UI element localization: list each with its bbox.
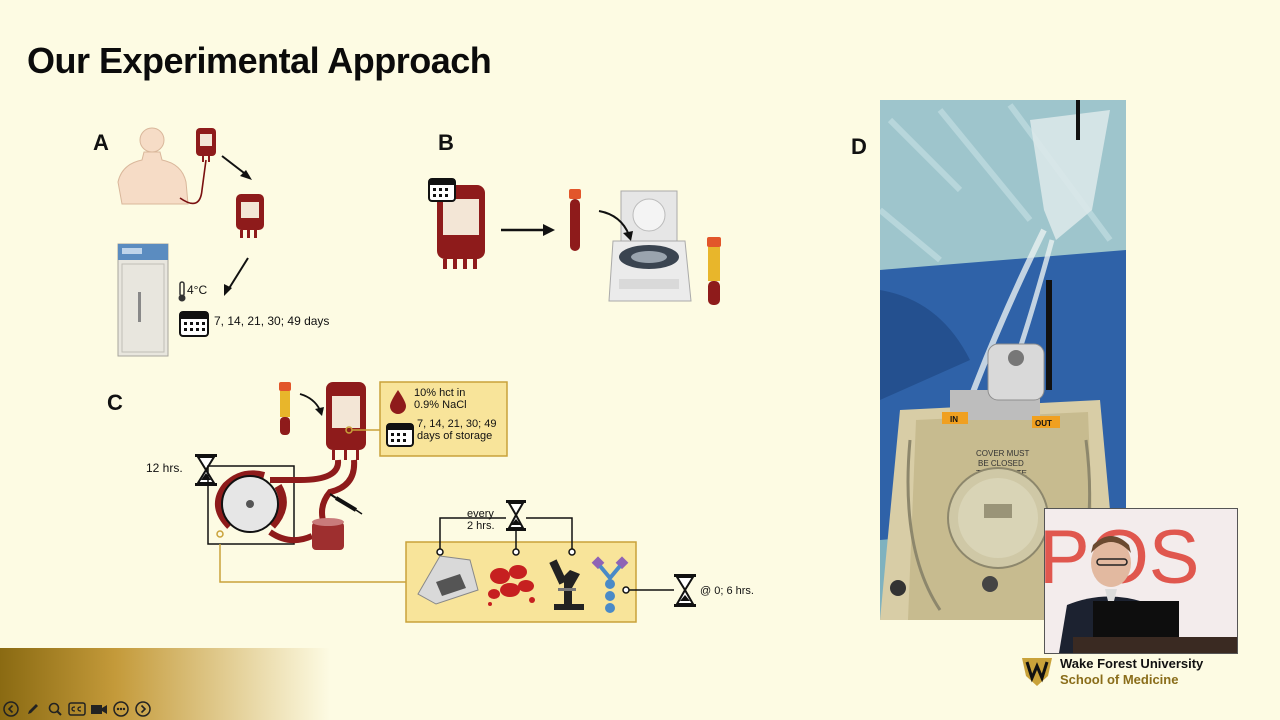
out-tag: OUT — [1035, 419, 1052, 428]
more-icon — [113, 701, 129, 717]
calendar-icon-a — [179, 311, 209, 337]
calendar-icon-b — [428, 178, 456, 202]
plasma-tube-icon — [279, 382, 291, 435]
logo-school-name: School of Medicine — [1060, 672, 1179, 687]
panel-a-illustration: 4°C 7, 14, 21, 30; 49 days — [117, 127, 329, 357]
captions-icon — [68, 702, 86, 716]
panel-a-label: A — [93, 130, 109, 155]
stored-blood-bag-icon — [236, 194, 264, 238]
next-slide-button[interactable] — [134, 700, 152, 718]
thermometer-icon — [178, 281, 186, 302]
logo-university-name: Wake Forest University — [1060, 656, 1204, 671]
info-line-3: 7, 14, 21, 30; 49 — [417, 418, 497, 430]
refrigerator-icon — [117, 243, 169, 357]
reservoir-icon — [312, 518, 344, 550]
aged-blood-bag-icon — [437, 185, 485, 269]
zoom-button[interactable] — [46, 700, 64, 718]
arrow-2 — [227, 257, 249, 291]
device-text-1: COVER MUST — [976, 449, 1029, 458]
separated-tube-icon — [707, 237, 721, 305]
microscope-icon — [549, 559, 584, 610]
donor-person-icon — [117, 127, 189, 205]
presentation-toolbar — [0, 698, 152, 720]
university-logo: Wake Forest University School of Medicin… — [1020, 654, 1210, 690]
hourglass-icon-sampling — [506, 500, 526, 531]
info-line-4: days of storage — [417, 430, 492, 442]
device-photo: IN OUT COVER MUST BE CLOSED TO OPERATE — [880, 100, 1126, 620]
roller-pump-icon — [207, 465, 295, 545]
panel-b-label: B — [438, 130, 454, 155]
blood-drop-icon — [390, 390, 406, 414]
temperature-label: 4°C — [187, 283, 207, 297]
hourglass-icon-duration — [195, 454, 217, 486]
storage-days-label: 7, 14, 21, 30; 49 days — [214, 314, 329, 328]
suspension-bag-icon — [326, 382, 366, 460]
red-blood-cells-icon — [488, 565, 535, 606]
info-line-1: 10% hct in — [414, 387, 465, 399]
shield-logo-icon — [1022, 658, 1052, 686]
presenter-webcam: POS — [1044, 508, 1238, 654]
timepoints-label: @ 0; 6 hrs. — [700, 585, 754, 597]
slide-title: Our Experimental Approach — [27, 40, 492, 81]
bottom-gradient — [0, 648, 330, 720]
more-button[interactable] — [112, 700, 130, 718]
panel-d-label: D — [851, 134, 867, 159]
info-line-2: 0.9% NaCl — [414, 399, 467, 411]
donor-blood-bag-icon — [196, 128, 216, 162]
syringe-icon — [329, 493, 363, 515]
prev-slide-icon — [3, 701, 19, 717]
captions-button[interactable] — [68, 700, 86, 718]
zoom-icon — [48, 702, 62, 716]
every-label-1: every — [467, 508, 494, 520]
donor-line — [179, 159, 207, 205]
panel-c-illustration: 10% hct in 0.9% NaCl 7, 14, 21, 30; 49 d… — [146, 381, 754, 623]
pen-icon — [28, 704, 38, 714]
prev-slide-button[interactable] — [2, 700, 20, 718]
analyzer-instrument-icon — [417, 555, 479, 605]
blood-tube-icon — [569, 189, 581, 251]
duration-label: 12 hrs. — [146, 461, 183, 475]
camera-button[interactable] — [90, 700, 108, 718]
next-slide-icon — [135, 701, 151, 717]
camera-icon — [91, 705, 107, 714]
calendar-icon-c — [386, 423, 414, 447]
hourglass-icon-timepoints — [674, 574, 696, 607]
panel-c-label: C — [107, 390, 123, 415]
pen-button[interactable] — [24, 700, 42, 718]
panel-b-illustration — [428, 178, 721, 305]
in-tag: IN — [950, 415, 958, 424]
centrifuge-icon — [608, 190, 692, 302]
every-label-2: 2 hrs. — [467, 520, 495, 532]
device-text-2: BE CLOSED — [978, 459, 1024, 468]
arrow-into-centrifuge — [598, 210, 630, 236]
